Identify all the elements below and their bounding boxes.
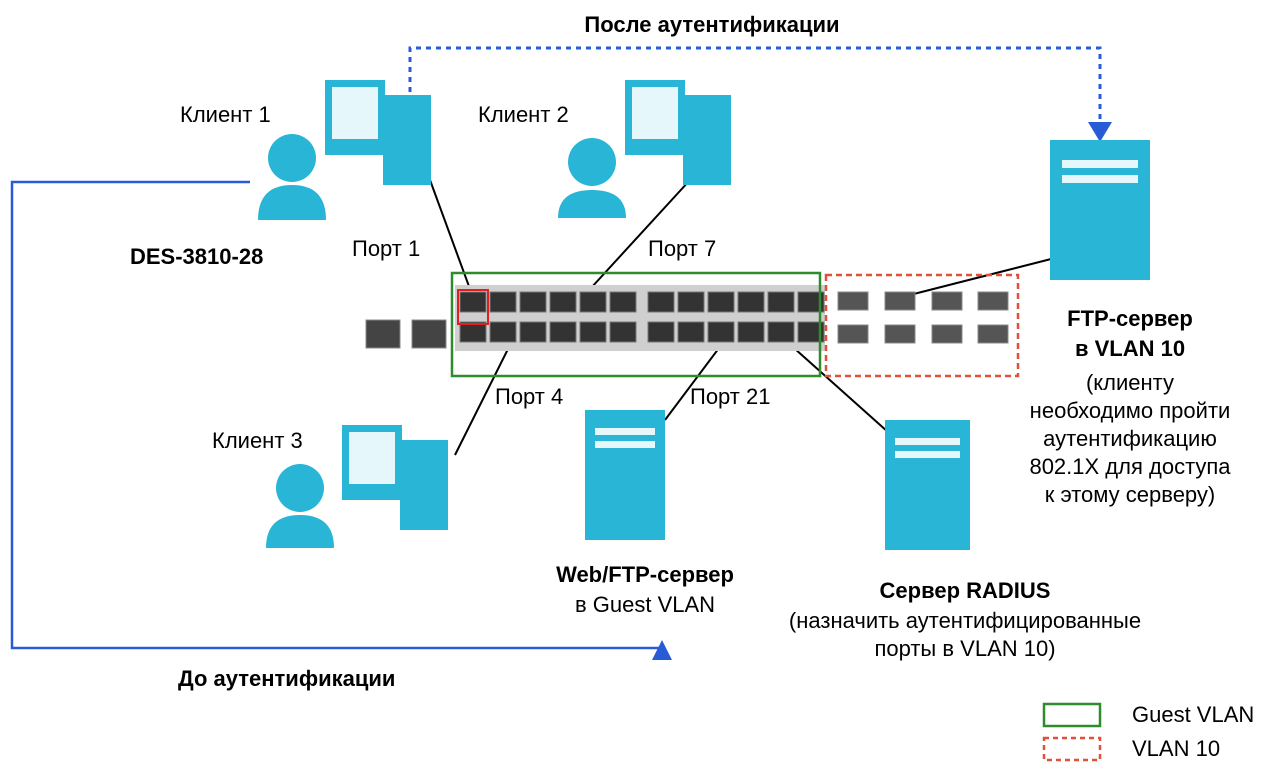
ftp-server-note-4: 802.1X для доступа <box>1029 454 1231 479</box>
ftp-server-note-1: (клиенту <box>1085 370 1175 395</box>
radius-server-note-2: порты в VLAN 10) <box>874 636 1056 661</box>
port21-label: Порт 21 <box>690 384 771 409</box>
cable-client1-port1 <box>429 179 475 301</box>
legend-guest-vlan-swatch <box>1042 702 1102 728</box>
person-icon <box>266 464 334 548</box>
ftp-server-subtitle: в VLAN 10 <box>1074 336 1186 361</box>
radius-server-note-1: (назначить аутентифицированные <box>788 608 1142 633</box>
before-auth-title: До аутентификации <box>178 666 396 691</box>
port4-label: Порт 4 <box>495 384 564 409</box>
guest-server-title: Web/FTP-сервер <box>556 562 734 587</box>
client3-label: Клиент 3 <box>212 428 303 453</box>
after-auth-arrow <box>1088 122 1112 142</box>
ftp-server-note-5: к этому серверу) <box>1044 482 1216 507</box>
legend-guest-vlan-label: Guest VLAN <box>1132 702 1255 727</box>
cable-client2-port7 <box>579 179 691 301</box>
switch-ports <box>365 285 1009 351</box>
legend-vlan10-label: VLAN 10 <box>1132 736 1221 761</box>
legend-vlan10-swatch <box>1042 736 1102 762</box>
client2-label: Клиент 2 <box>478 102 569 127</box>
cable-client3-port4 <box>454 334 516 456</box>
ftp-server-title: FTP-сервер <box>1067 306 1193 331</box>
computer-icon <box>342 425 448 530</box>
after-auth-path <box>408 46 1102 125</box>
computer-icon <box>625 80 731 185</box>
port1-label: Порт 1 <box>352 236 421 261</box>
cable-guestserver-port21 <box>664 339 726 421</box>
person-icon <box>258 134 326 220</box>
cable-ftp-port <box>897 257 1056 299</box>
ftp-server-icon <box>1050 140 1150 280</box>
client1-label: Клиент 1 <box>180 102 271 127</box>
guest-server-icon <box>585 410 665 540</box>
guest-vlan-box <box>450 271 822 378</box>
computer-icon <box>325 80 431 185</box>
port7-label: Порт 7 <box>648 236 717 261</box>
cable-radius-port <box>784 339 889 433</box>
before-auth-arrow <box>652 640 672 660</box>
guest-server-subtitle: в Guest VLAN <box>574 592 716 617</box>
ftp-server-note-2: необходимо пройти <box>1029 398 1231 423</box>
person-icon <box>558 138 626 218</box>
after-auth-title: После аутентификации <box>584 12 840 37</box>
radius-server-icon <box>885 420 970 550</box>
switch-model-label: DES-3810-28 <box>130 244 264 269</box>
vlan10-box <box>824 273 1020 378</box>
radius-server-title: Сервер RADIUS <box>879 578 1051 603</box>
ftp-server-note-3: аутентификацию <box>1043 426 1217 451</box>
